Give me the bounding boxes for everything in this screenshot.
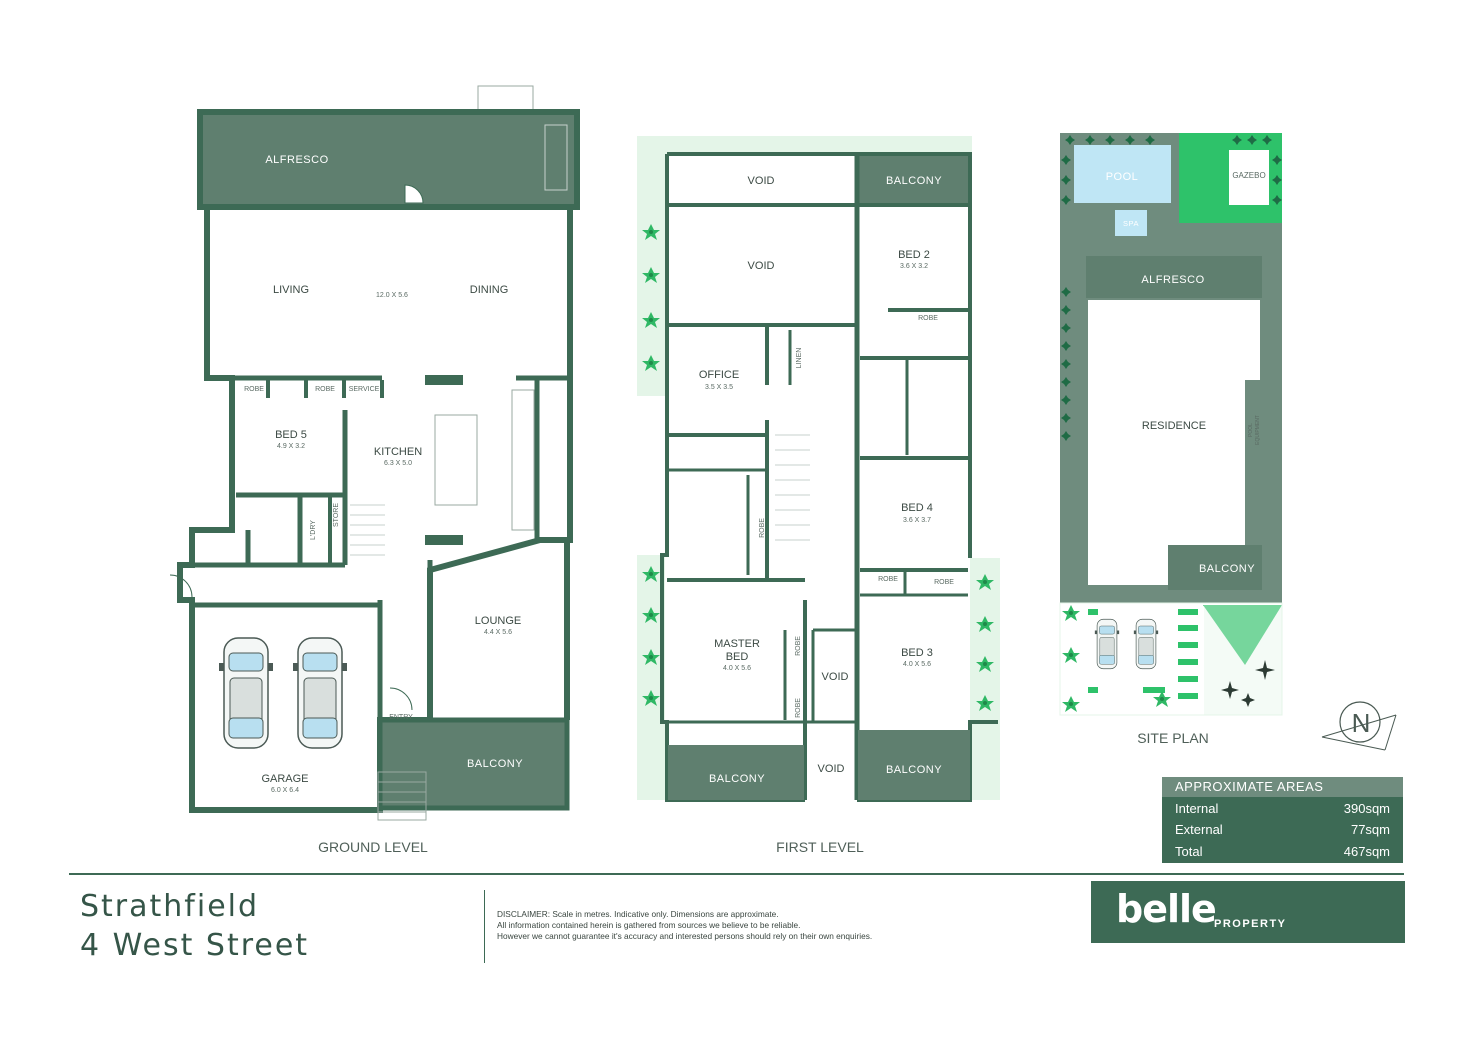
master-dimension: 4.0 X 5.6 [723, 665, 751, 672]
void-label: VOID [748, 260, 775, 272]
robe-label: ROBE [795, 636, 802, 656]
garage-dimension: 6.0 X 6.4 [271, 787, 299, 794]
site-balcony: BALCONY [1199, 563, 1255, 575]
first-level-plan [637, 136, 1000, 802]
room-bed-2: BED 2 [898, 249, 930, 261]
room-garage: GARAGE [261, 773, 308, 785]
site-plan-caption: SITE PLAN [1137, 730, 1209, 746]
site-gazebo: GAZEBO [1232, 171, 1265, 180]
footer-divider [69, 873, 1404, 875]
site-plan [1059, 133, 1397, 751]
bed-2-dimension: 3.6 X 3.2 [900, 263, 928, 270]
kitchen-dimension: 6.3 X 5.0 [384, 460, 412, 467]
robe-label: ROBE [934, 579, 954, 586]
bed-4-dimension: 3.6 X 3.7 [903, 517, 931, 524]
store-label: STORE [333, 503, 340, 527]
room-dining: DINING [470, 284, 509, 296]
site-pool: POOL [1106, 171, 1139, 183]
approximate-areas-heading: APPROXIMATE AREAS [1162, 777, 1403, 797]
north-arrow-icon [1321, 701, 1397, 751]
void-label: VOID [818, 763, 845, 775]
room-bed-3: BED 3 [901, 647, 933, 659]
belle-property-logo: belle PROPERTY [1091, 881, 1405, 943]
office-dimension: 3.5 X 3.5 [705, 384, 733, 391]
room-laundry: L'DRY [310, 520, 317, 540]
brand-sub: PROPERTY [1214, 918, 1287, 930]
room-master-bed: BED [726, 651, 749, 663]
robe-label: ROBE [759, 518, 766, 538]
north-label: N [1352, 708, 1371, 738]
first-balcony-right: BALCONY [886, 764, 942, 776]
robe-label: ROBE [315, 386, 335, 393]
bed-3-dimension: 4.0 X 5.6 [903, 661, 931, 668]
area-value: 467sqm [1343, 844, 1390, 859]
ground-balcony: BALCONY [467, 758, 523, 770]
area-value: 390sqm [1343, 801, 1390, 816]
ground-level-labels: ALFRESCO LIVING 12.0 X 5.6 DINING ROBE R… [244, 154, 523, 855]
ground-level-caption: GROUND LEVEL [318, 839, 428, 855]
ground-level-plan [169, 85, 580, 821]
first-balcony-top: BALCONY [886, 175, 942, 187]
site-plan-labels: POOL SPA GAZEBO ALFRESCO RESIDENCE POOL … [1106, 171, 1371, 746]
first-level-labels: VOID BALCONY VOID BED 2 3.6 X 3.2 ROBE O… [699, 175, 954, 855]
site-alfresco: ALFRESCO [1141, 274, 1204, 286]
footer-vertical-divider [484, 890, 485, 963]
room-alfresco: ALFRESCO [265, 154, 328, 166]
entry-label: ENTRY [389, 714, 413, 721]
service-label: SERVICE [349, 386, 380, 393]
area-row-internal: Internal 390sqm [1175, 799, 1390, 819]
bed-5-dimension: 4.9 X 3.2 [277, 443, 305, 450]
robe-label: ROBE [795, 698, 802, 718]
suburb-title: Strathfield [80, 889, 260, 924]
disclaimer-line: DISCLAIMER: Scale in metres. Indicative … [497, 909, 779, 919]
address-title: 4 West Street [80, 928, 310, 963]
disclaimer: DISCLAIMER: Scale in metres. Indicative … [497, 909, 1057, 942]
area-value: 77sqm [1350, 822, 1390, 837]
robe-label: ROBE [918, 315, 938, 322]
disclaimer-line: However we cannot guarantee it's accurac… [497, 931, 873, 941]
area-row-total: Total 467sqm [1175, 842, 1390, 862]
area-label: External [1175, 822, 1223, 837]
void-label: VOID [822, 671, 849, 683]
robe-label: ROBE [878, 576, 898, 583]
room-living: LIVING [273, 284, 309, 296]
robe-label: ROBE [244, 386, 264, 393]
room-master: MASTER [714, 638, 760, 650]
room-bed-4: BED 4 [901, 502, 933, 514]
pool-equipment-label: POOL [1248, 423, 1254, 437]
linen-label: LINEN [796, 348, 803, 369]
first-balcony-left: BALCONY [709, 773, 765, 785]
void-label: VOID [748, 175, 775, 187]
area-label: Total [1175, 844, 1203, 859]
room-lounge: LOUNGE [475, 615, 521, 627]
site-residence: RESIDENCE [1142, 420, 1206, 432]
area-label: Internal [1175, 801, 1219, 816]
site-spa: SPA [1123, 219, 1139, 228]
living-dimension: 12.0 X 5.6 [376, 292, 408, 299]
brand-name: belle [1116, 887, 1217, 931]
disclaimer-line: All information contained herein is gath… [497, 920, 801, 930]
room-bed-5: BED 5 [275, 429, 307, 441]
lounge-dimension: 4.4 X 5.6 [484, 629, 512, 636]
room-kitchen: KITCHEN [374, 446, 422, 458]
first-level-caption: FIRST LEVEL [776, 839, 864, 855]
room-office: OFFICE [699, 369, 739, 381]
pool-equipment-label: EQUIPMENT [1255, 415, 1261, 445]
area-row-external: External 77sqm [1175, 820, 1390, 840]
